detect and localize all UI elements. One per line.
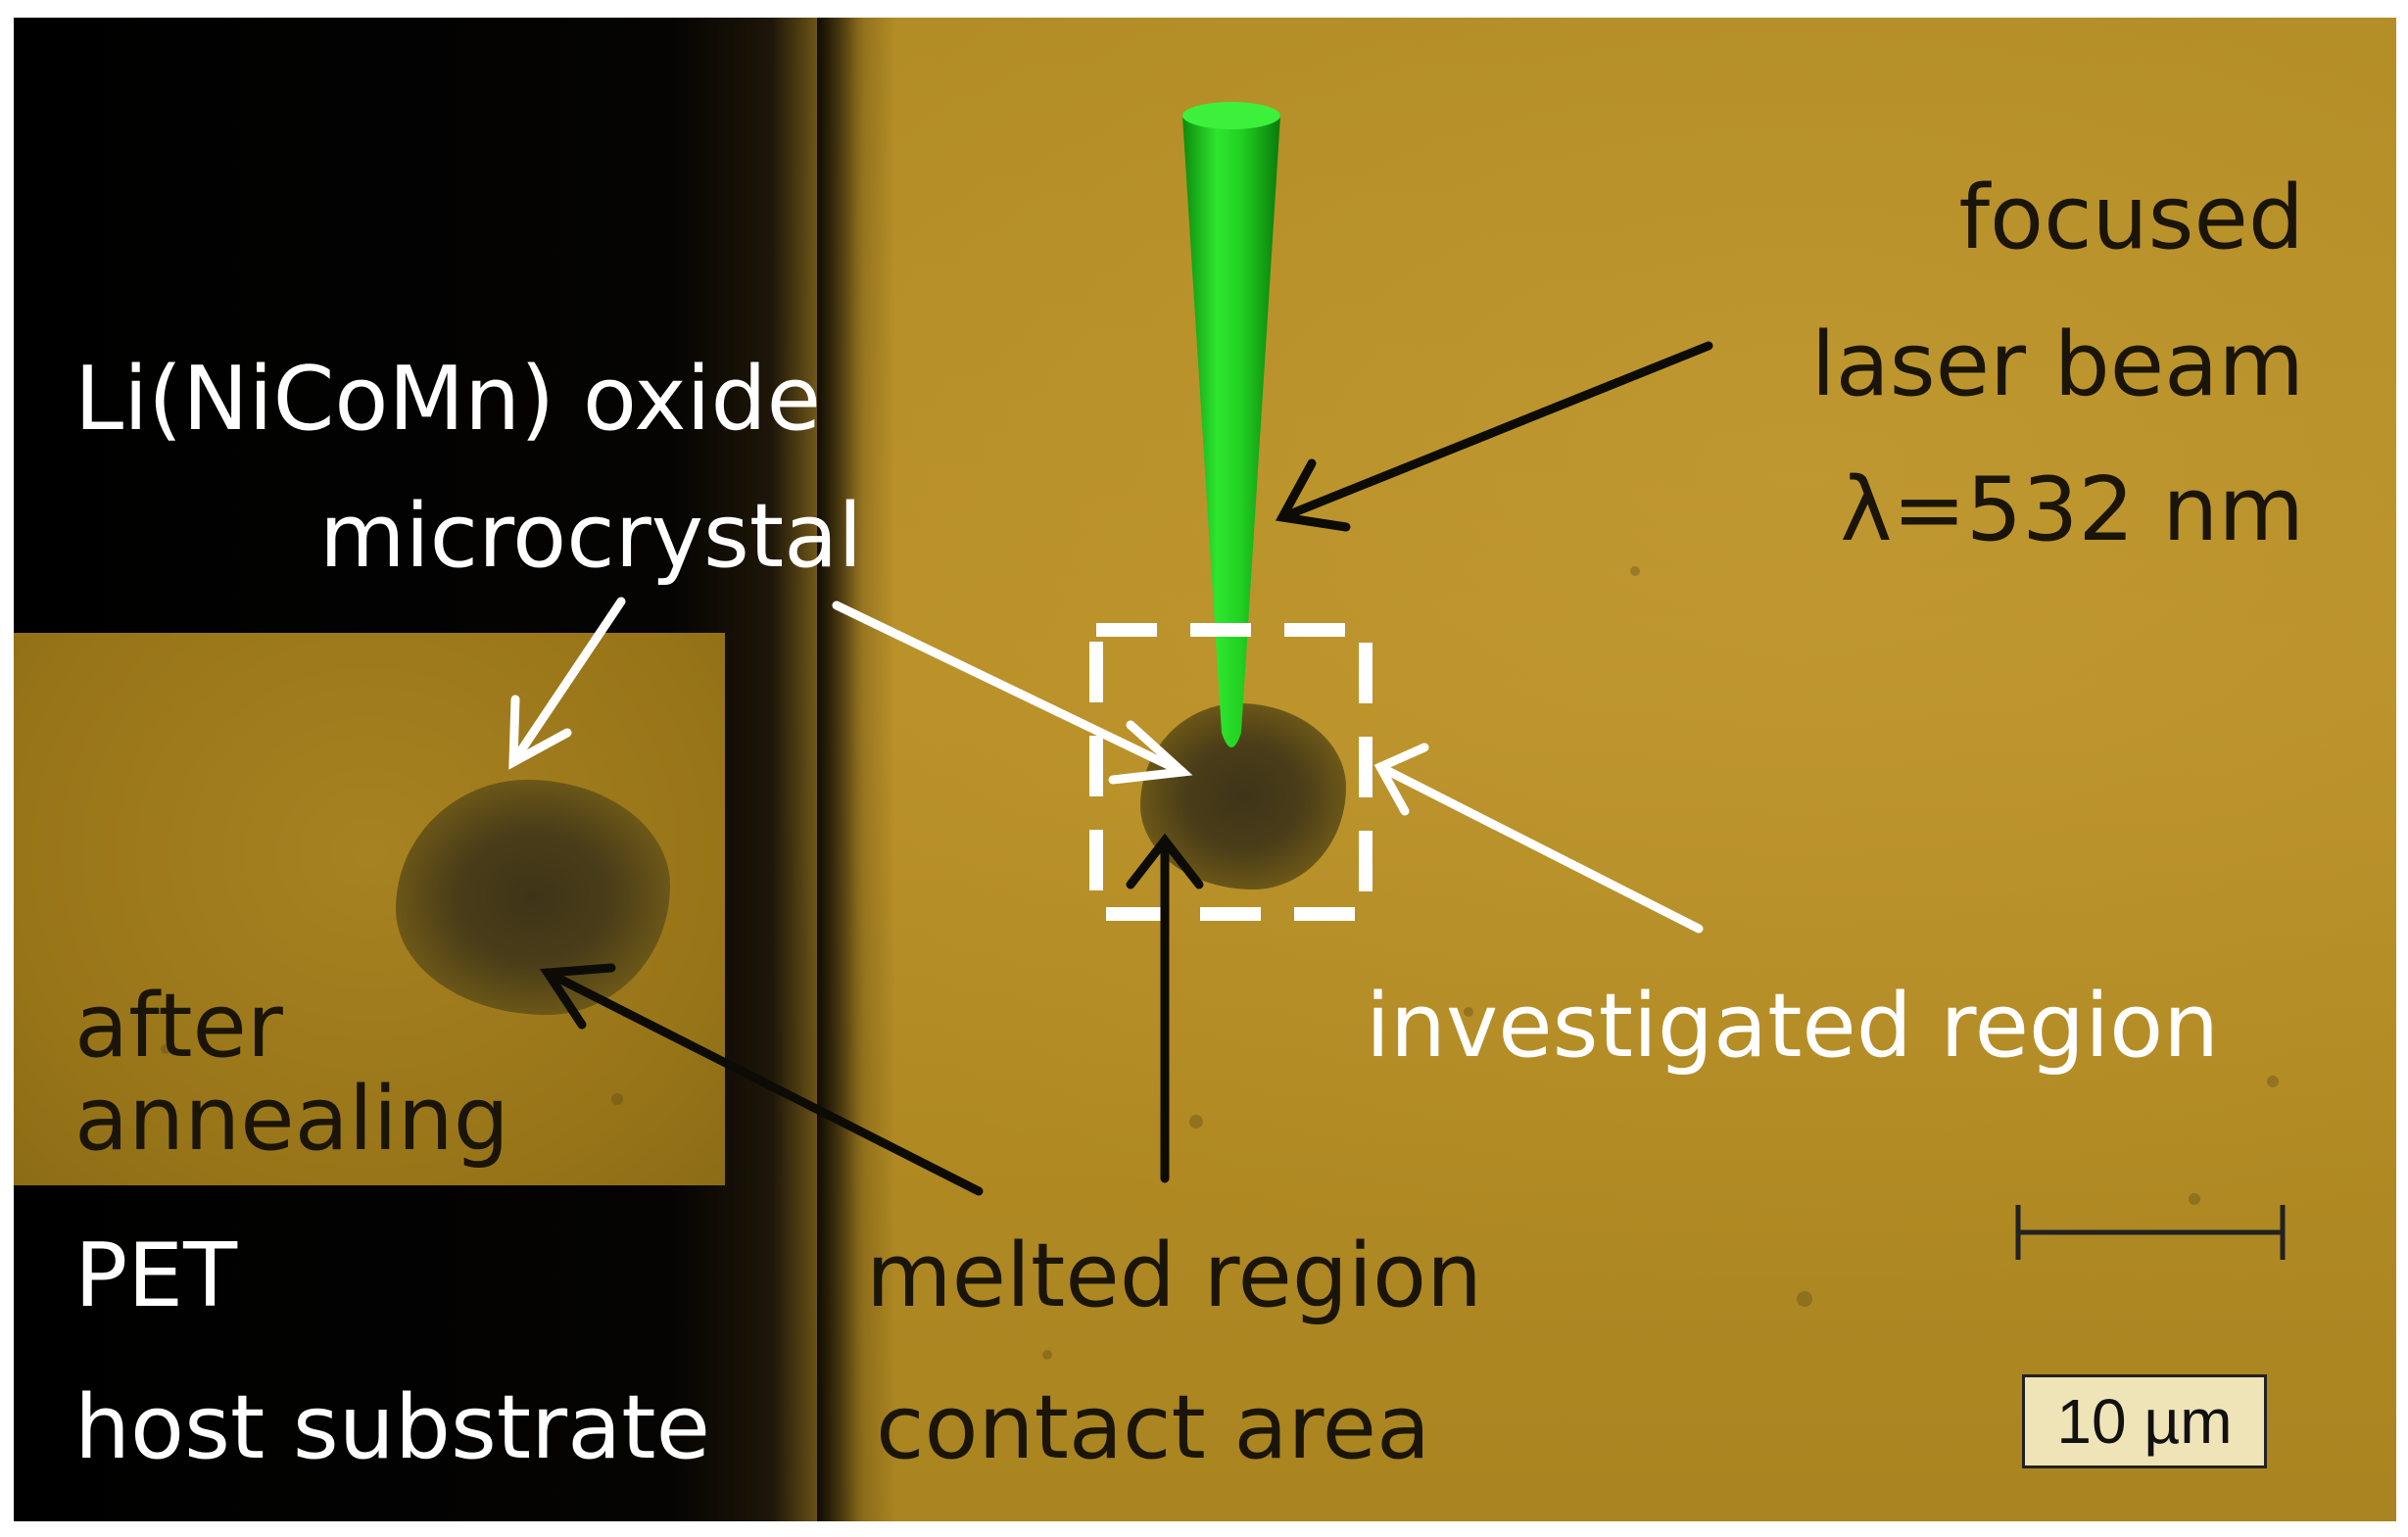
speck (1630, 566, 1640, 576)
speck (2189, 1193, 2200, 1205)
label-contact-area: contact area (876, 1376, 1431, 1479)
after-annealing-inset (14, 633, 725, 1185)
investigated-region-box (1089, 623, 1373, 921)
label-investigated-region: investigated region (1366, 975, 2220, 1078)
label-pet: PET (74, 1225, 238, 1327)
scale-bar-label: 10 µm (2022, 1374, 2267, 1468)
label-laser-line3: λ=532 nm (1840, 458, 2304, 561)
annotation-overlay (508, 102, 2286, 1260)
speck (1464, 1007, 1473, 1017)
label-laser-line2: laser beam (1810, 313, 2304, 416)
label-melted-region: melted region (866, 1225, 1483, 1327)
black-arrows (540, 341, 1713, 1196)
laser-beam-icon (1182, 102, 1280, 747)
speck (161, 1044, 170, 1054)
speck (1797, 1291, 1812, 1307)
label-crystal-line1: Li(NiCoMn) oxide (74, 348, 821, 451)
annealed-crystal (396, 780, 670, 1015)
scale-bar (2015, 1205, 2286, 1260)
micrograph-frame: Li(NiCoMn) oxide microcrystal focused la… (14, 18, 2396, 1521)
speck (1042, 1350, 1052, 1360)
label-crystal-line2: microcrystal (319, 485, 863, 588)
substrate-edge (817, 18, 895, 1521)
white-arrows (508, 597, 1704, 934)
speck (1189, 1115, 1203, 1129)
label-after: after (74, 975, 283, 1078)
label-annealing: annealing (74, 1068, 509, 1171)
speck (611, 1093, 623, 1105)
label-laser-line1: focused (1958, 167, 2304, 269)
label-host-substrate: host substrate (74, 1376, 710, 1479)
speck (2267, 1076, 2279, 1087)
